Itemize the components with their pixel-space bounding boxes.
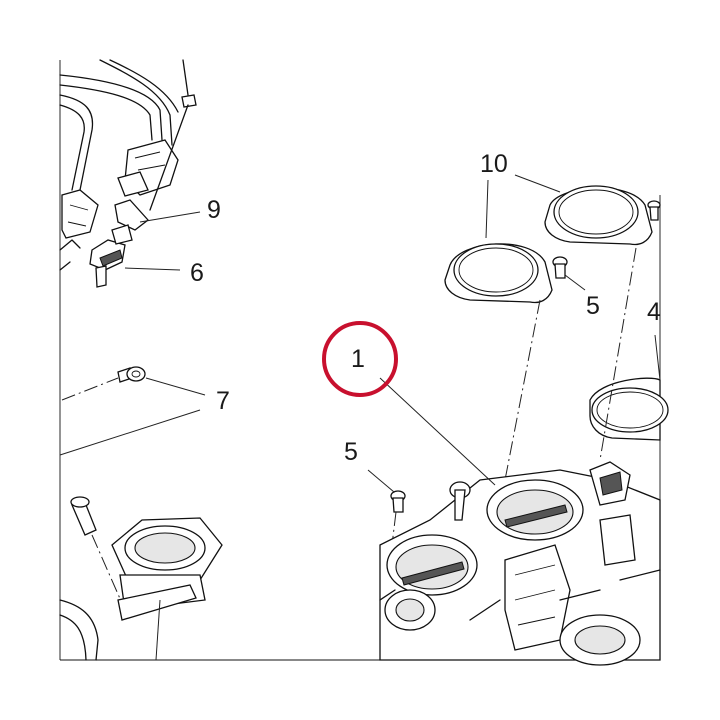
lower-left-assembly <box>59 496 223 661</box>
screw-7 <box>61 366 146 401</box>
highlight-circle <box>322 321 398 397</box>
callout-9[interactable]: 9 <box>207 196 221 224</box>
callout-5-upper[interactable]: 5 <box>586 292 600 320</box>
callout-5-lower[interactable]: 5 <box>344 438 358 466</box>
screw-5-lower <box>390 490 406 513</box>
callout-1[interactable]: 1 <box>351 345 365 373</box>
leader-10b <box>514 174 561 193</box>
screw-5-upper <box>552 256 568 279</box>
screw-5-right <box>647 200 661 221</box>
leader-5b <box>367 469 395 493</box>
leader-6 <box>124 267 181 271</box>
gasket-4 <box>589 377 669 441</box>
gasket-left <box>444 243 553 304</box>
callout-6[interactable]: 6 <box>190 259 204 287</box>
leader-1 <box>379 377 496 486</box>
leader-10a <box>485 179 489 239</box>
leader-5a <box>564 274 586 291</box>
centerline-b <box>599 247 637 461</box>
centerline-a <box>504 299 541 481</box>
leader-7a <box>145 377 206 396</box>
leader-7b <box>59 409 201 456</box>
fuel-line-assembly <box>59 59 197 288</box>
callout-4[interactable]: 4 <box>647 298 661 326</box>
leader-9 <box>139 211 201 223</box>
throttle-body-assembly <box>379 461 661 666</box>
gasket-right <box>544 185 653 246</box>
callout-7[interactable]: 7 <box>216 387 230 415</box>
leader-4 <box>654 334 661 381</box>
callout-10[interactable]: 10 <box>480 150 508 178</box>
